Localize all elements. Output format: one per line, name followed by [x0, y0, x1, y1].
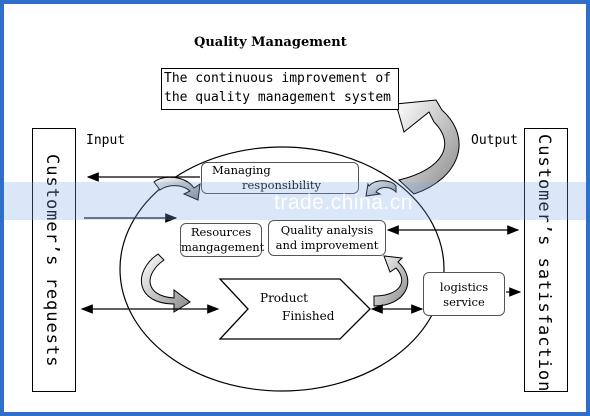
improvement-box [161, 68, 399, 110]
improvement-curved-arrow [395, 99, 460, 195]
logistics-line-1: logistics [439, 280, 489, 294]
watermark-text: trade.china.cn [274, 191, 413, 214]
input-label: Input [86, 133, 126, 148]
managing-right-arrow [365, 180, 397, 197]
managing-responsibility-node: Managing responsibility [201, 162, 359, 194]
resources-line-2: mangagement [181, 240, 265, 254]
product-quality-arrow [373, 255, 409, 307]
diagram-title: Quality Management [194, 35, 347, 50]
managing-line-1: Managing [212, 163, 271, 177]
resources-management-node: Resources mangagement [180, 223, 265, 257]
watermark-band [4, 182, 586, 220]
diagram-graphics [80, 99, 522, 392]
quality-analysis-node: Quality analysis and improvement [268, 220, 386, 256]
managing-line-2: responsibility [242, 178, 321, 192]
improvement-line-2: the quality management system [164, 90, 391, 105]
quality-line-2: and improvement [275, 238, 379, 252]
product-shape [218, 278, 371, 340]
logistics-line-2: service [443, 295, 485, 309]
resources-line-1: Resources [190, 225, 252, 239]
improvement-line-1: The continuous improvement of [164, 71, 391, 86]
customer-requests-bar [32, 128, 76, 392]
product-label-1: Product [260, 291, 308, 305]
product-label-2: Finished [282, 309, 335, 323]
customer-satisfaction-text: Customer’s satisfaction [534, 134, 554, 393]
customer-requests-text: Customer’s requests [42, 154, 62, 368]
output-label: Output [471, 133, 518, 148]
quality-line-1: Quality analysis [280, 223, 374, 237]
process-ellipse [119, 146, 445, 392]
logistics-service-node: logistics service [423, 272, 505, 316]
customer-satisfaction-bar [524, 128, 568, 392]
